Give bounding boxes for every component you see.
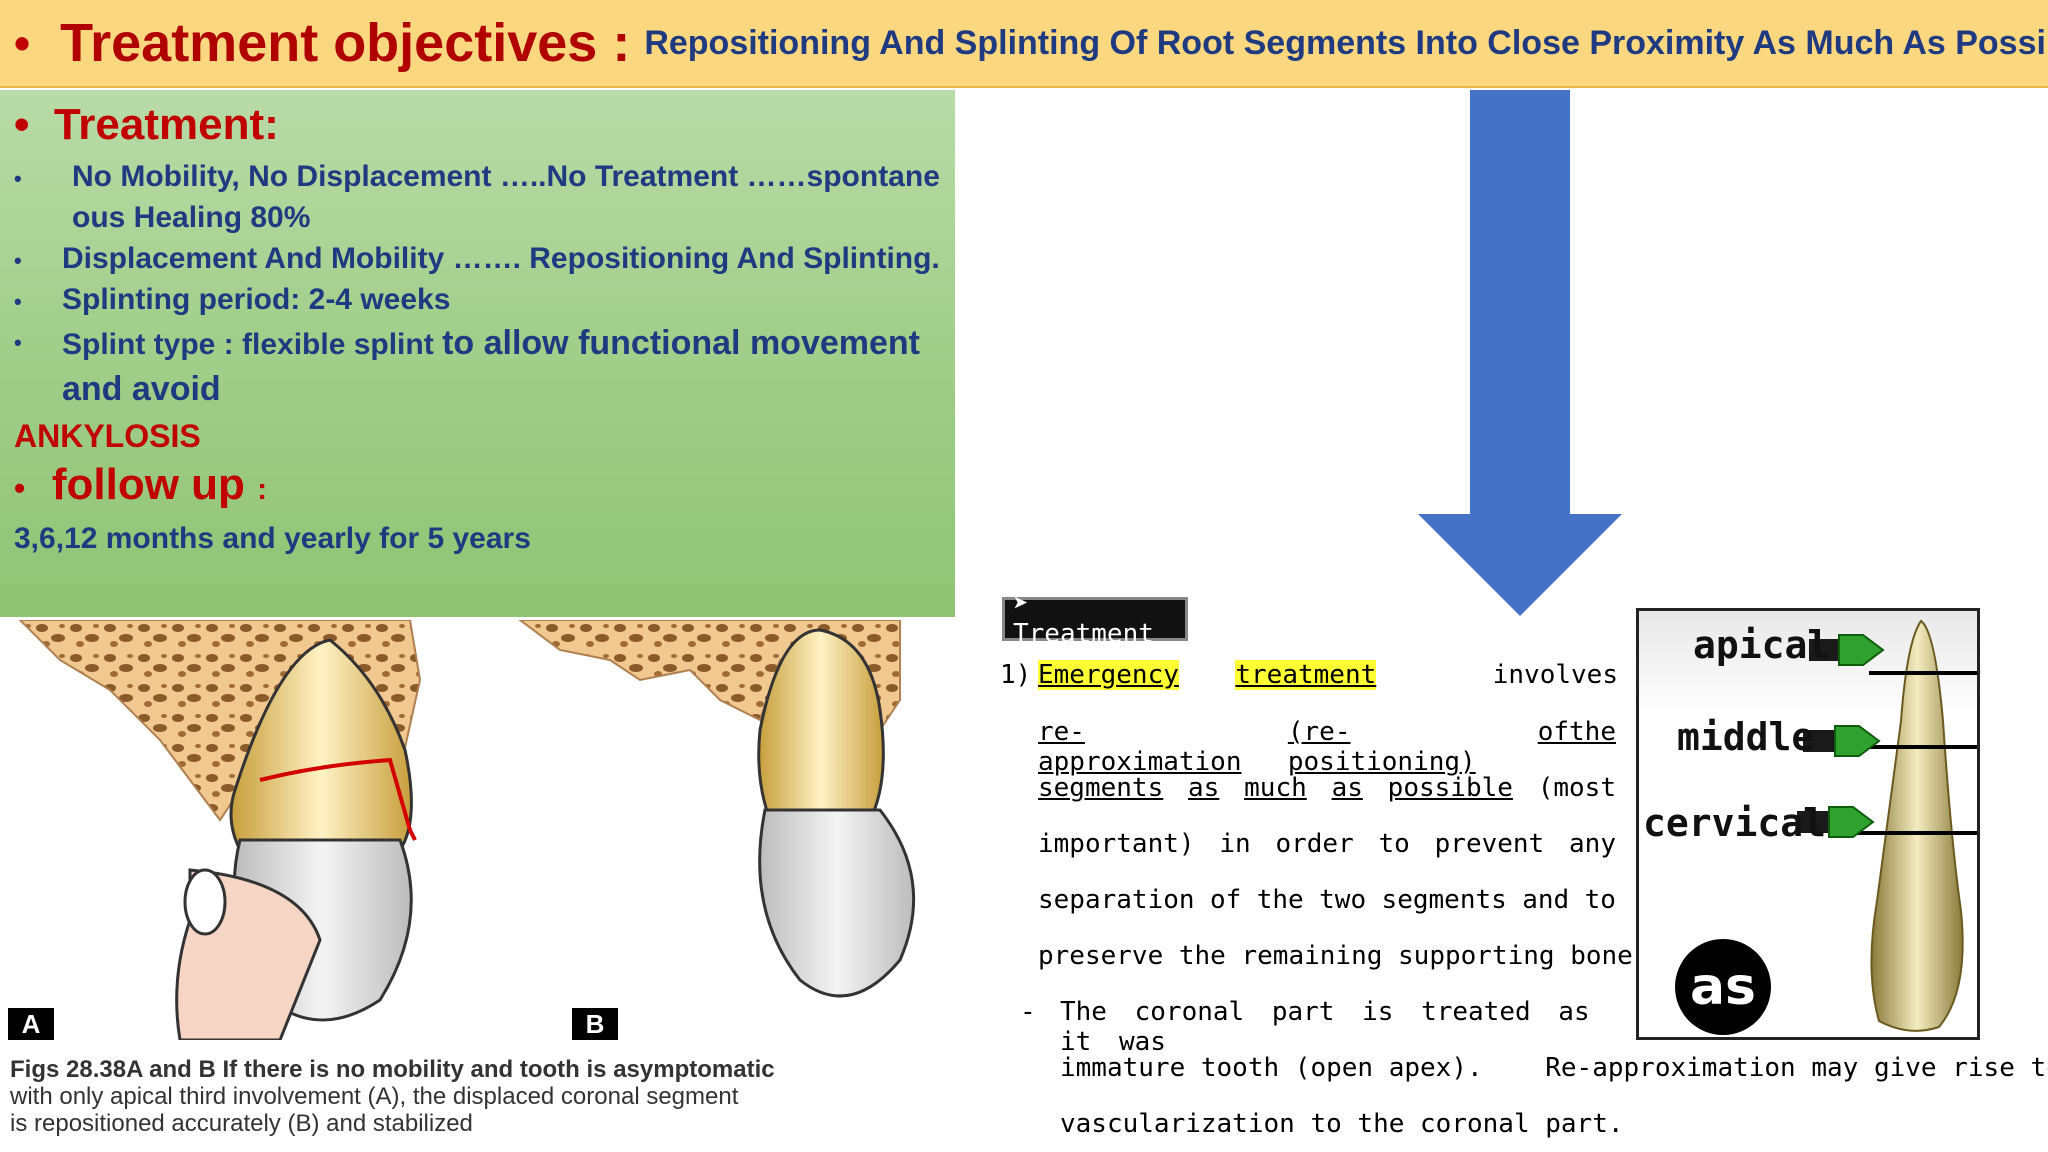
list-item-text: No Mobility, No Displacement …..No Treat… — [72, 160, 940, 193]
notes-line: re-approximation (re-positioning) of the — [1038, 717, 1616, 777]
figure-label-a: A — [21, 1008, 41, 1039]
tooth-diagram: apical middle cervical as — [1636, 608, 1980, 1040]
followup-colon: : — [257, 473, 268, 506]
notes-word: of — [1537, 717, 1570, 747]
middle-label: middle — [1677, 715, 1815, 759]
green-arrow-icon — [1803, 725, 1881, 757]
list-item-continuation: and avoid — [62, 370, 221, 408]
notes-word: the — [1256, 885, 1304, 915]
bullet: • — [14, 100, 54, 149]
notes-sub-line: immature tooth (open apex). Re-approxima… — [1060, 1053, 2048, 1083]
figure-label-b: B — [585, 1008, 605, 1039]
notes-word: much — [1244, 773, 1307, 803]
panel-heading-row: • Treatment: — [14, 100, 279, 150]
list-item: • Displacement And Mobility ……. Repositi… — [14, 242, 940, 276]
bullet: • — [14, 248, 22, 273]
notes-line: segments as much as possible (most — [1038, 773, 1616, 803]
cervical-label: cervical — [1643, 801, 1827, 845]
caption-line: with only apical third involvement (A), … — [10, 1083, 739, 1110]
followup-heading-row: • follow up : — [14, 460, 267, 510]
notes-word: segments — [1038, 773, 1164, 803]
apical-label: apical — [1693, 623, 1831, 667]
list-number: 1) — [1000, 660, 1032, 690]
list-item-continuation: ous Healing 80% — [72, 201, 311, 234]
notes-word: possible — [1387, 773, 1513, 803]
figure-label-a-box — [8, 1008, 54, 1040]
bullet: • — [14, 330, 22, 355]
green-arrow-icon — [1809, 634, 1885, 666]
figure-label-b-box — [572, 1008, 618, 1040]
notes-word: order — [1275, 829, 1354, 859]
notes-word: (re-positioning) — [1287, 717, 1476, 777]
notes-word: in — [1219, 829, 1251, 859]
notes-line: Emergency treatment involves — [1038, 660, 1618, 690]
notes-word: re-approximation — [1038, 717, 1242, 777]
notes-line: important) in order to prevent any — [1038, 829, 1616, 859]
bullet: • — [14, 289, 22, 314]
notes-word: of — [1209, 885, 1242, 915]
treatment-panel: • Treatment: • No Mobility, No Displacem… — [0, 90, 955, 617]
notes-line: preserve the remaining supporting bone. — [1038, 941, 1649, 971]
list-item: • Splinting period: 2-4 weeks — [14, 283, 450, 317]
title-bullet: • — [14, 17, 31, 69]
tooth-image — [1870, 619, 1964, 1032]
notes-word: as — [1331, 773, 1363, 803]
list-item: • No Mobility, No Displacement …..No Tre… — [14, 160, 940, 194]
followup-text: 3,6,12 months and yearly for 5 years — [14, 522, 531, 555]
panel-heading: Treatment: — [53, 100, 279, 149]
down-arrow-icon — [1418, 90, 1622, 616]
fingernail — [183, 868, 227, 936]
as-logo: as — [1675, 939, 1771, 1035]
tooth-illustration-svg — [8, 619, 916, 1042]
notes-word: to — [1378, 829, 1410, 859]
green-arrow-icon — [1797, 806, 1875, 838]
notes-sub-line: The coronal part is treated as it was — [1060, 997, 1590, 1057]
list-item: • Splint type : flexible splint to allow… — [14, 324, 920, 362]
list-item-text-large: to allow functional movement — [442, 324, 920, 362]
notes-line: separation of the two segments and to — [1038, 885, 1616, 915]
bullet: • — [14, 166, 22, 191]
caption-line: Figs 28.38A and B If there is no mobilit… — [10, 1056, 775, 1083]
tooth-illustration: A B — [0, 619, 960, 1042]
followup-heading: follow up — [51, 460, 245, 509]
list-item-text: Splinting period: 2-4 weeks — [62, 283, 451, 316]
list-item-text: Splint type : flexible splint — [62, 328, 434, 361]
notes-sub-line: vascularization to the coronal part. — [1060, 1109, 1624, 1139]
notes-word: (most — [1537, 773, 1616, 803]
notes-word: Emergency — [1038, 660, 1179, 690]
notes-word: prevent — [1434, 829, 1545, 859]
list-item-text: Displacement And Mobility ……. Reposition… — [62, 242, 940, 275]
figure-caption: Figs 28.38A and B If there is no mobilit… — [10, 1056, 960, 1137]
root-b — [757, 628, 885, 822]
notes-word: important) — [1038, 829, 1195, 859]
notes-word: segments — [1381, 885, 1507, 915]
caption-line: is repositioned accurately (B) and stabi… — [10, 1110, 473, 1137]
notes-word: involves — [1492, 660, 1618, 690]
notes-word: to — [1584, 885, 1616, 915]
treatment-badge: ➤ Treatment — [1002, 589, 1188, 649]
dash-bullet: - — [1020, 997, 1036, 1027]
notes-word: treatment — [1235, 660, 1377, 690]
notes-word: and — [1522, 885, 1570, 915]
notes-word: two — [1319, 885, 1367, 915]
slide-subtitle: Repositioning And Splinting Of Root Segm… — [644, 23, 2048, 62]
slide-title: Treatment objectives : — [60, 13, 631, 73]
title-bar: • Treatment objectives : Repositioning A… — [0, 0, 2048, 88]
ankylosis-label: ANKYLOSIS — [14, 418, 201, 454]
notes-word: as — [1188, 773, 1220, 803]
fracture-line — [259, 757, 417, 841]
notes-word: any — [1569, 829, 1616, 859]
bullet: • — [14, 470, 52, 506]
notes-word: separation — [1038, 885, 1195, 915]
crown-b — [758, 808, 916, 998]
notes-word: the — [1569, 717, 1616, 747]
tooth-diagram-svg — [1797, 619, 1977, 1032]
